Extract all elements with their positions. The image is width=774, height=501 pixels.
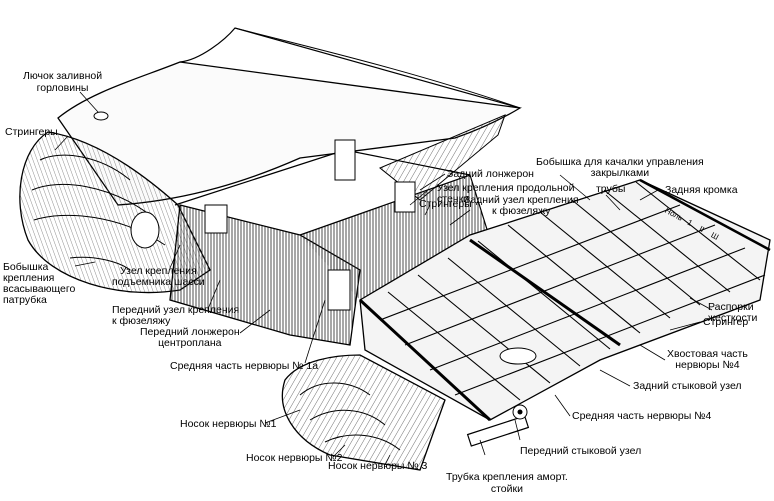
- label-stringers-left: Стрингеры: [5, 126, 58, 138]
- leader-lines: [54, 91, 713, 466]
- label-filler-hatch: Лючок заливной горловины: [23, 70, 103, 94]
- label-rear-fuselage-node: Задний узел крепления к фюзеляжу: [464, 194, 579, 217]
- label-nose-rib-3: Носок нервюры № 3: [328, 460, 428, 472]
- label-tail-rib-4: Хвостовая часть нервюры №4: [667, 348, 748, 371]
- label-suction-boss: Бобышка крепления всасывающего патрубка: [3, 261, 76, 306]
- label-front-joint-node: Передний стыковой узел: [520, 445, 642, 457]
- label-rear-spar: Задний лонжерон: [447, 168, 534, 180]
- label-rear-joint-node: Задний стыковой узел: [633, 380, 742, 392]
- label-stiffener-struts: Распорки жесткости: [708, 301, 758, 324]
- front-spar-wall: [169, 139, 496, 346]
- label-trailing-edge: Задняя кромка: [665, 184, 738, 196]
- label-mid-rib-1a: Средняя часть нервюры № 1а: [170, 360, 319, 372]
- label-mid-rib-4: Средняя часть нервюры №4: [572, 410, 712, 422]
- label-nose-rib-2: Носок нервюры №2: [246, 452, 343, 464]
- label-front-fuselage-node: Передний узел крепления к фюзеляжу: [112, 304, 240, 327]
- label-long-wall-node: Узел крепления продольной стенки: [437, 182, 575, 205]
- main-wing-box: [358, 178, 771, 422]
- shock-strut-tube: [466, 404, 530, 447]
- label-shock-tube: Трубка крепления аморт. стойки: [446, 471, 568, 495]
- label-stringer: Стрингер: [703, 316, 749, 328]
- left-nose-ribs: [19, 131, 211, 294]
- label-nose-rib-1: Носок нервюры №1: [180, 418, 277, 430]
- lower-nose-ribs: [281, 354, 446, 471]
- label-flap-boss: Бобышка для качалки управления закрылкам…: [536, 156, 704, 179]
- label-front-spar: Передний лонжерон центроплана: [140, 326, 240, 349]
- label-pipes: трубы: [596, 183, 626, 195]
- label-gear-lift-node: Узел крепления подъемника шасси: [112, 265, 205, 288]
- label-stringers-mid: Стрингеры: [419, 198, 472, 210]
